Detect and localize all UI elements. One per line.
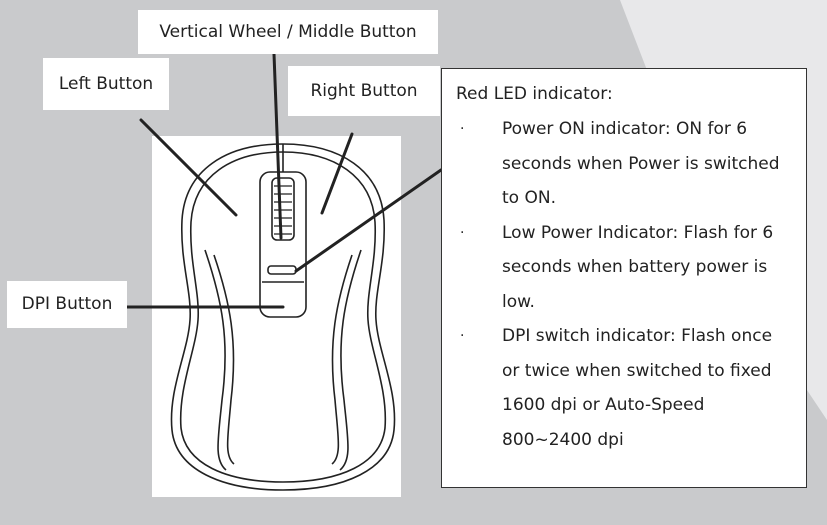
- leader-lines: [125, 52, 443, 309]
- wheel-ridges: [274, 185, 292, 235]
- leader-vertical-wheel: [272, 52, 283, 240]
- info-item-text: Low Power Indicator: Flash for 6 seconds…: [502, 222, 774, 312]
- leader-led: [294, 168, 443, 273]
- label-vertical-wheel: Vertical Wheel / Middle Button: [138, 10, 438, 54]
- mouse-body-outer: [170, 143, 396, 491]
- info-item-text: Power ON indicator: ON for 6 seconds whe…: [502, 119, 780, 208]
- bullet-icon: ·: [460, 224, 465, 241]
- left-side-grip: [204, 249, 227, 471]
- label-left-button: Left Button: [43, 58, 169, 110]
- info-item-dpi-switch: · DPI switch indicator: Flash once or tw…: [456, 319, 792, 457]
- wheel-housing: [259, 171, 307, 318]
- mouse-illustration: [170, 143, 396, 491]
- info-item-text: DPI switch indicator: Flash once or twic…: [502, 326, 773, 450]
- right-side-grip-inner: [331, 254, 353, 465]
- mouse-body-inner: [179, 151, 387, 483]
- label-right-button: Right Button: [288, 66, 440, 116]
- info-item-low-power: · Low Power Indicator: Flash for 6 secon…: [456, 216, 792, 320]
- leader-right-button: [320, 132, 354, 215]
- info-item-power-on: · Power ON indicator: ON for 6 seconds w…: [456, 112, 792, 216]
- led-info-box: Red LED indicator: · Power ON indicator:…: [441, 68, 807, 488]
- label-dpi-button: DPI Button: [7, 281, 127, 328]
- left-side-grip-inner: [213, 254, 235, 465]
- right-side-grip: [339, 249, 362, 471]
- bullet-icon: ·: [460, 121, 465, 137]
- scroll-wheel: [271, 177, 295, 241]
- info-title: Red LED indicator:: [456, 84, 613, 104]
- bullet-icon: ·: [460, 328, 465, 344]
- leader-left-button: [139, 118, 238, 217]
